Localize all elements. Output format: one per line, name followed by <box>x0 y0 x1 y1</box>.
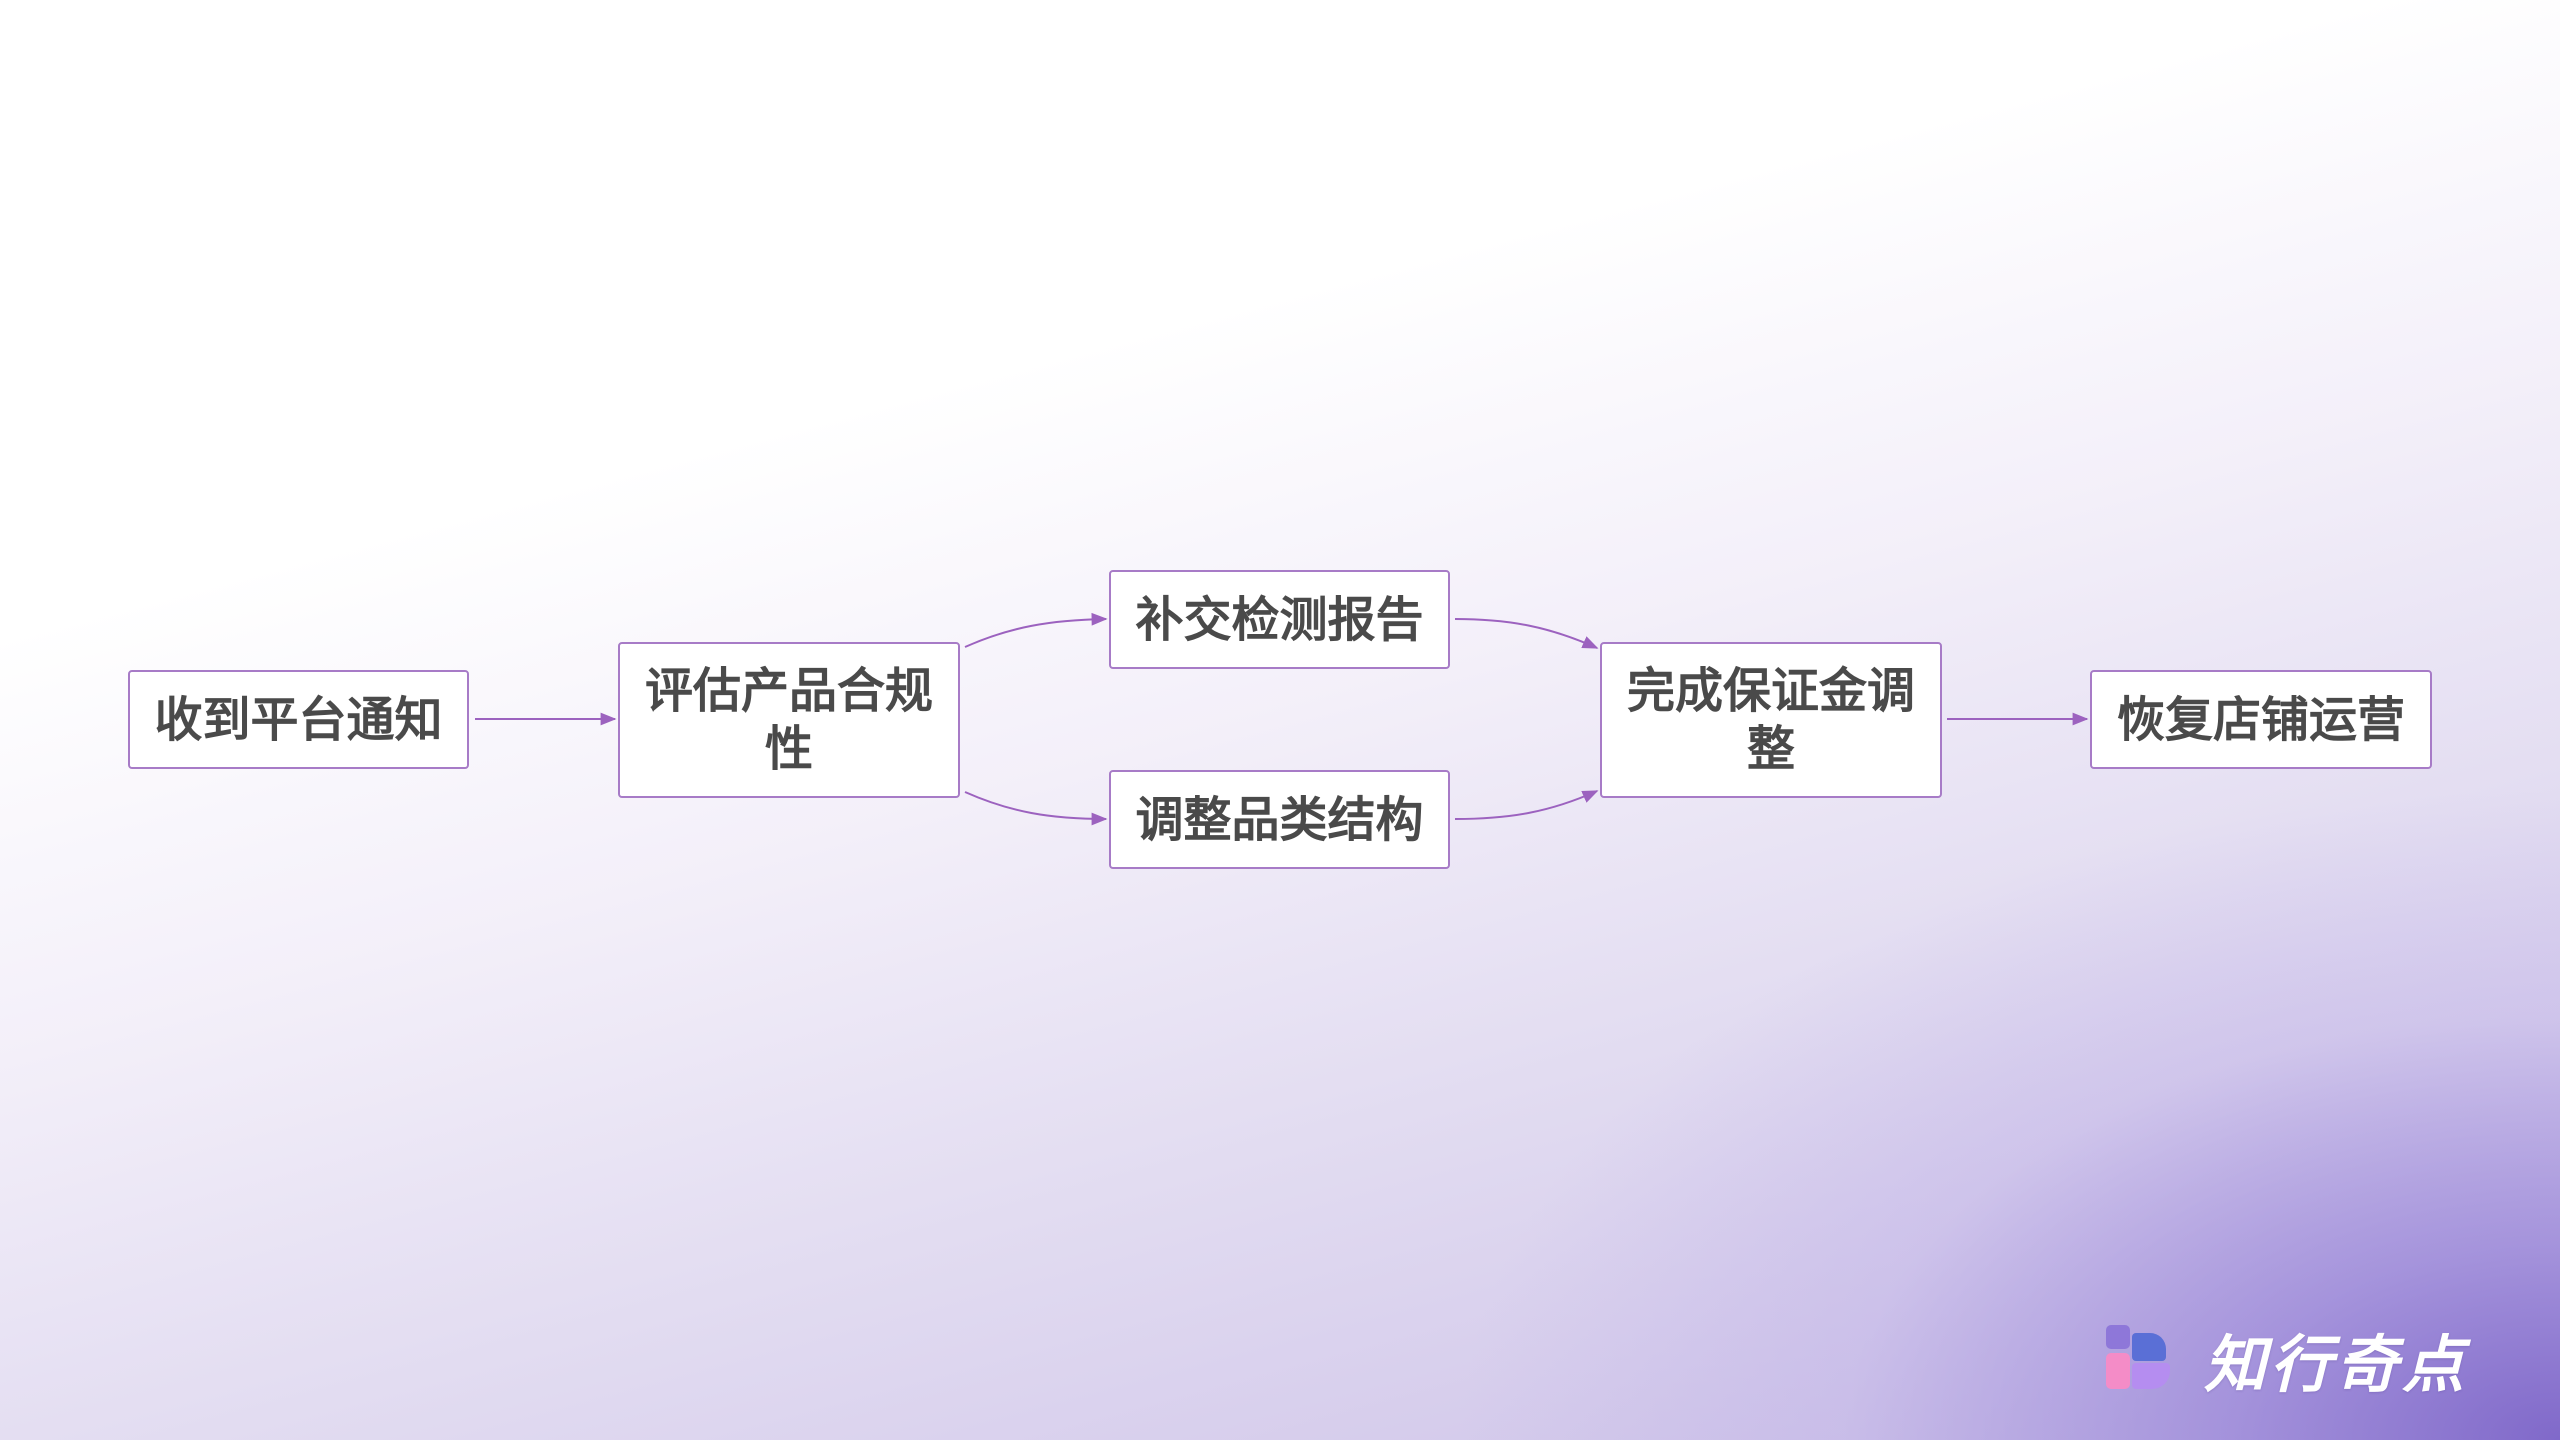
brand-logo: 知行奇点 <box>2104 1314 2468 1404</box>
edge-report-to-deposit <box>1454 618 1599 649</box>
node-resume-operations: 恢复店铺运营 <box>2090 670 2432 769</box>
node-submit-report: 补交检测报告 <box>1109 570 1450 669</box>
node-receive-notice: 收到平台通知 <box>128 670 469 769</box>
node-label: 调整品类结构 <box>1135 791 1424 848</box>
edge-assess-to-adjust <box>964 791 1108 826</box>
node-label: 收到平台通知 <box>154 691 443 748</box>
brand-logo-icon <box>2104 1323 2176 1395</box>
node-label: 完成保证金调整 <box>1626 663 1915 777</box>
brand-name: 知行奇点 <box>2204 1328 2469 1401</box>
node-assess-compliance: 评估产品合规性 <box>618 642 960 798</box>
node-label: 恢复店铺运营 <box>2116 691 2405 748</box>
node-complete-deposit: 完成保证金调整 <box>1600 642 1942 798</box>
node-adjust-category: 调整品类结构 <box>1109 770 1450 869</box>
node-label: 补交检测报告 <box>1135 591 1424 648</box>
node-label: 评估产品合规性 <box>644 663 933 777</box>
edge-adjust-to-deposit <box>1454 790 1599 820</box>
edge-assess-to-report <box>964 612 1108 648</box>
